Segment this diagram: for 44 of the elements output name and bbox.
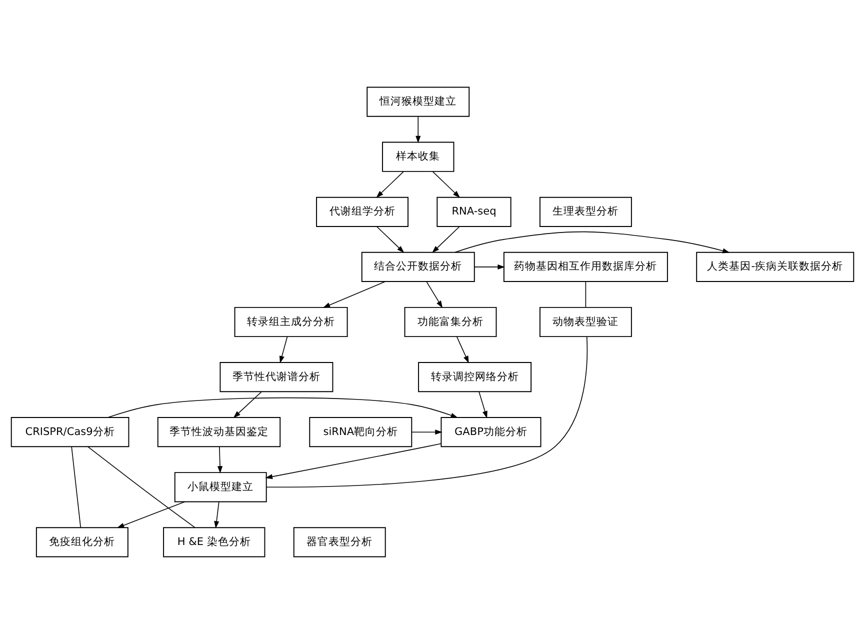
arrow [432,170,460,198]
arrow [474,264,505,269]
arrow [214,501,220,528]
node-box: 动物表型验证 [539,306,632,337]
node-box: GABP功能分析 [440,416,542,447]
node-box: siRNA靶向分析 [309,416,412,447]
arrow [217,446,223,473]
arrow [376,170,404,198]
node-box: 生理表型分析 [539,196,632,226]
arrow [279,336,288,363]
node-box: 季节性代谢谱分析 [220,362,334,392]
arrow [376,226,404,252]
node-box: 转录调控网络分析 [418,362,532,392]
node-box: 小鼠模型建立 [174,472,267,502]
arrow [454,230,730,253]
node-box: 免疫组化分析 [36,526,128,557]
node-box: H &E 染色分析 [163,526,266,557]
arrow [416,116,421,143]
node-box: 人类基因-疾病关联数据分析 [696,251,854,282]
node-box: 功能富集分析 [404,306,497,337]
arrow [478,391,488,418]
connector [585,280,586,307]
node-box: 器官表型分析 [293,526,386,557]
node-box: 季节性波动基因鉴定 [157,416,281,447]
node-box: 结合公开数据分析 [361,251,475,282]
arrow [322,280,386,308]
node-box: CRISPR/Cas9分析 [10,416,130,447]
node-box: 转录组主成分分析 [234,306,348,337]
arrow [116,500,185,528]
arrow [233,391,262,418]
node-box: 代谢组学分析 [316,196,408,226]
connector [266,336,588,487]
node-box: 恒河猴模型建立 [366,86,470,116]
arrow [265,442,442,479]
node-box: RNA-seq [436,196,512,226]
node-box: 药物基因相互作用数据库分析 [503,251,668,282]
arrow [456,336,469,363]
node-box: 样本收集 [382,141,454,172]
arrow [426,280,443,308]
arrow [432,226,460,252]
arrow [411,429,442,434]
arrow [107,396,458,418]
connector [87,446,196,528]
connector [71,446,82,528]
